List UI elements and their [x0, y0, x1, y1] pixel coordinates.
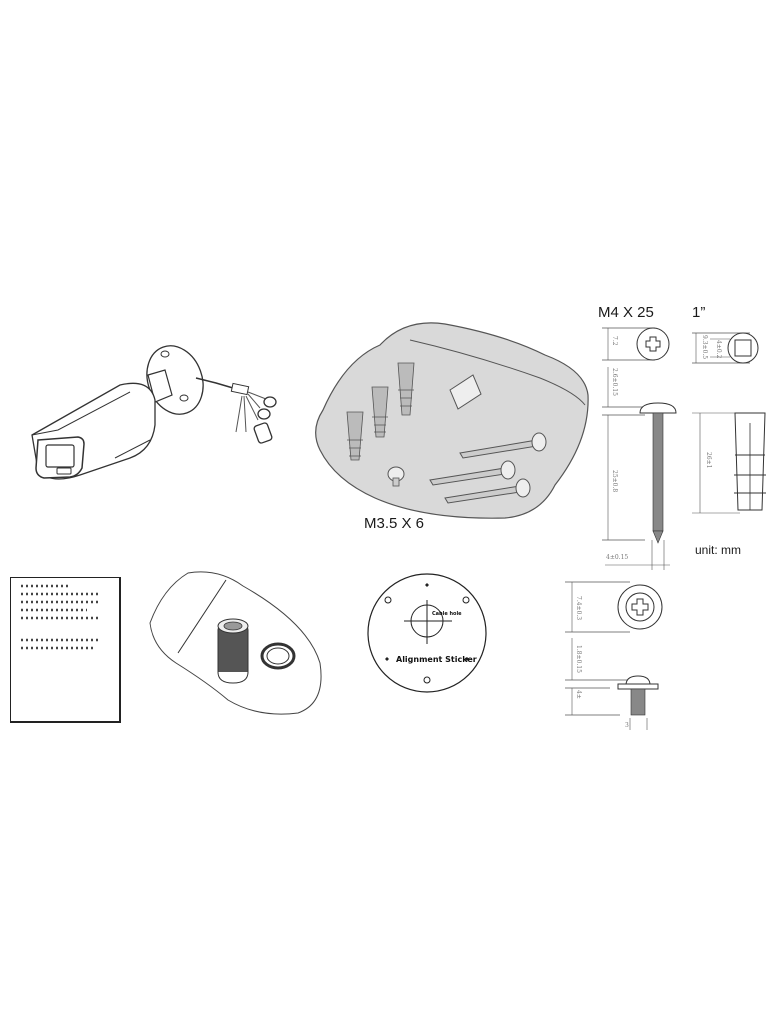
screw-m4-drawing — [602, 327, 677, 570]
dim-m3-head-height: 1.8±0.15 — [575, 645, 582, 673]
alignment-sticker-illustration — [367, 573, 487, 693]
cable-hole-label: Cable hole — [432, 611, 462, 617]
dim-m3-head-diameter: 7.4±0.3 — [575, 596, 582, 621]
anchor-label: 1” — [692, 304, 706, 321]
unit-label: unit: mm — [695, 543, 742, 557]
waterproof-pack-illustration — [149, 571, 322, 715]
quick-start-guide — [10, 577, 121, 723]
anchor-drawing — [692, 332, 766, 514]
dim-m3-length: 4± — [575, 690, 582, 699]
dim-m4-head-height: 2.6±0.15 — [611, 368, 618, 396]
dim-m4-thread-diameter: 4±0.15 — [606, 554, 629, 561]
dim-m4-length: 25±0.8 — [611, 470, 618, 493]
dim-m4-head-diameter: 7.2 — [611, 336, 618, 346]
screw-m4-label: M4 X 25 — [598, 304, 654, 321]
screw-pack-label: M3.5 X 6 — [364, 515, 425, 532]
screw-m3-drawing — [565, 581, 663, 730]
dim-m3-thread-diameter: 3 — [625, 722, 629, 729]
screw-pack-illustration — [315, 322, 589, 519]
camera-illustration — [31, 345, 277, 480]
dim-anchor-inner-diameter: 4±0.2 — [715, 340, 722, 359]
dim-anchor-outer-diameter: 9.3±0.5 — [701, 335, 708, 360]
dim-anchor-length: 26±1 — [705, 452, 712, 469]
guide-text-lines — [21, 584, 101, 650]
alignment-sticker-label: Alignment Sticker — [396, 655, 477, 664]
